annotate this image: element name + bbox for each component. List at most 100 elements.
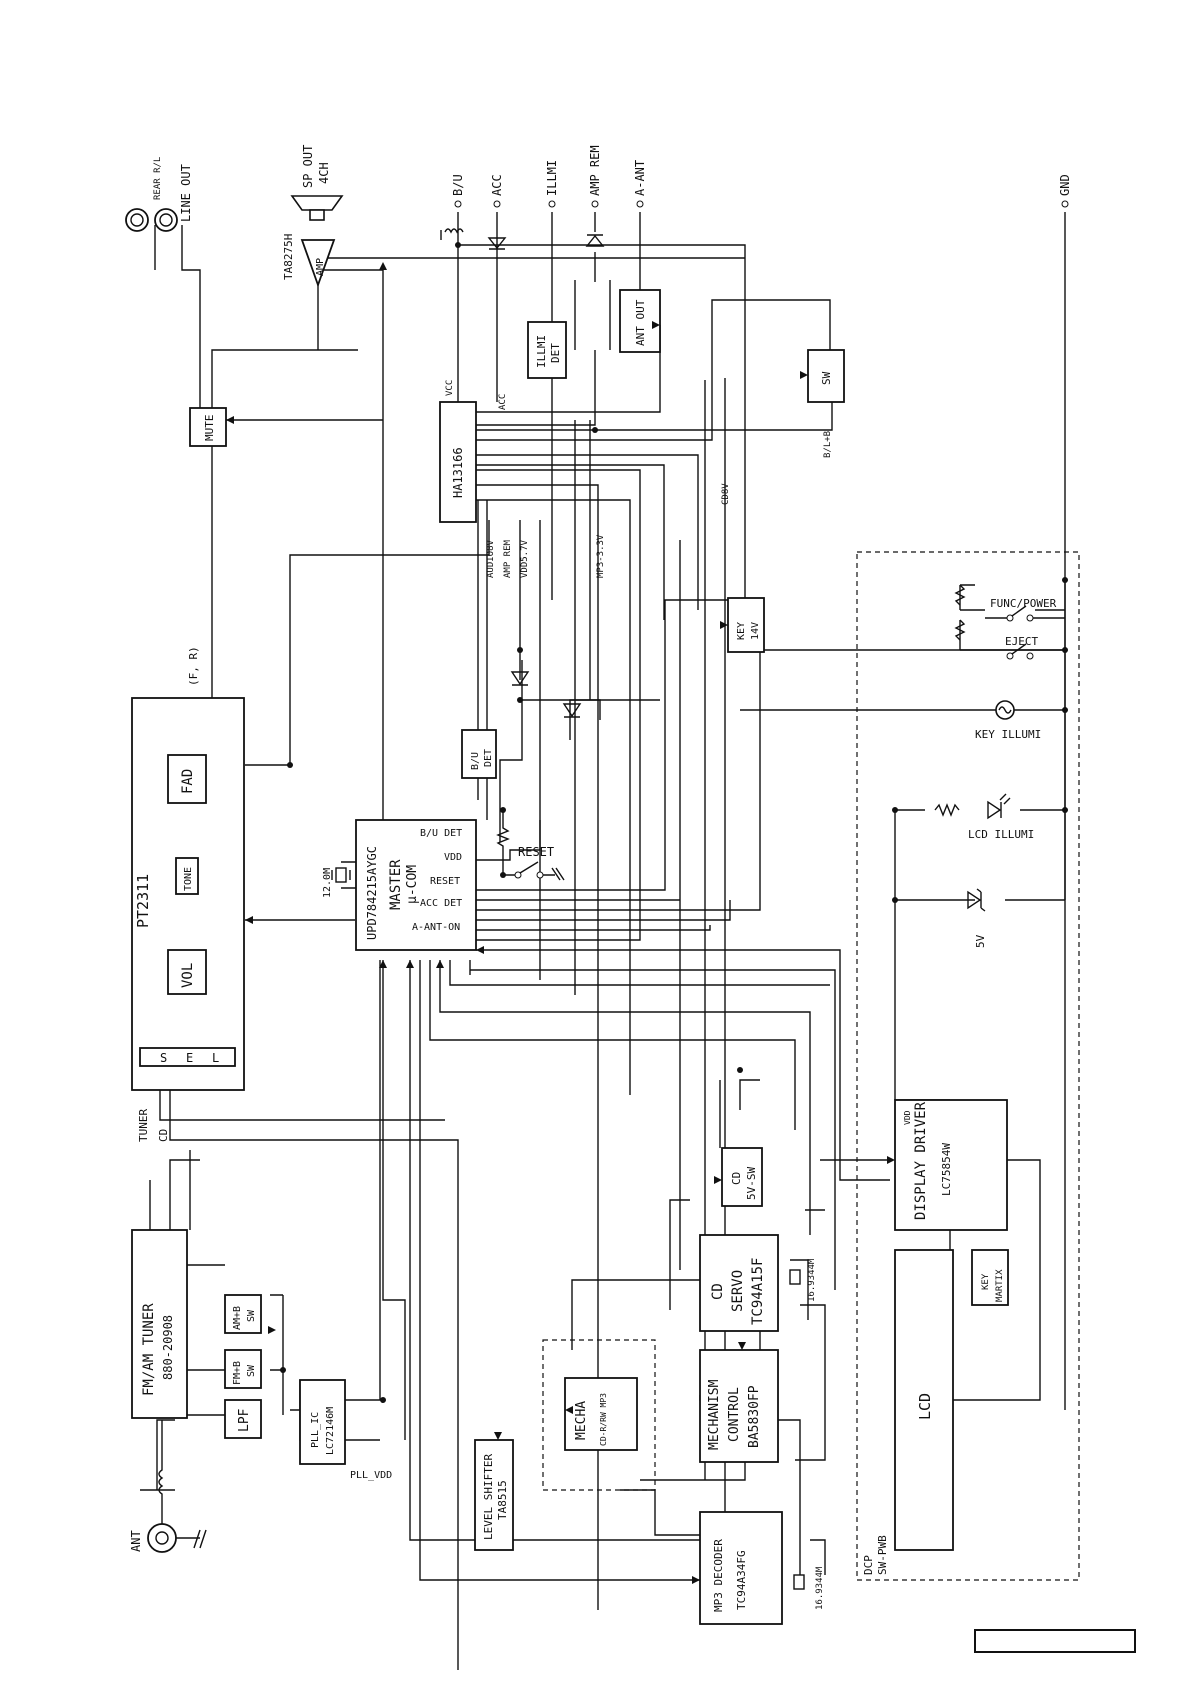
pin-vdd: VDD [444,852,462,863]
svg-text:FM+B: FM+B [232,1361,243,1385]
display-driver-block: DISPLAY DRIVER LC75854W VDD [894,1099,1008,1231]
fmb-sw-block: FM+B SW [224,1349,262,1389]
svg-text:880-20908: 880-20908 [161,1315,175,1380]
level-shifter-block: LEVEL SHIFTER TA8515 [474,1439,514,1551]
svg-text:TA8515: TA8515 [496,1480,509,1520]
svg-text:ILLMI: ILLMI [535,335,548,368]
svg-text:LCD: LCD [916,1393,934,1420]
mech-block: MECHANISM CONTROL BA5830FP [699,1349,779,1463]
mcu-ucom: μ-COM [405,865,420,904]
pin-bu-det: B/U DET [420,828,462,839]
svg-text:PLL_IC: PLL_IC [310,1412,321,1448]
svg-text:LC72146M: LC72146M [325,1407,336,1455]
dcp-switches: FUNC/POWER EJECT KEY ILLUMI LCD ILLUMI 5… [934,584,1065,948]
svg-text:SW: SW [820,371,833,385]
svg-text:ANT OUT: ANT OUT [634,299,647,346]
label-rear-rl: REAR R/L [153,157,163,200]
svg-text:CD: CD [730,1172,743,1185]
amp: AMP TA8275H [282,234,336,288]
top-terminals: B/U ACC ILLMI AMP REM A-ANT GND [440,145,1072,250]
label-5v: 5V [974,934,987,948]
tone-label: TONE [183,867,194,891]
label-amprem: AMP REM [503,539,513,578]
svg-text:TC94A34FG: TC94A34FG [735,1550,748,1610]
svg-text:FM/AM TUNER: FM/AM TUNER [141,1303,157,1396]
terminal-a-ant: A-ANT [633,160,647,196]
reset-switch: RESET [496,810,565,881]
cd5v-block: CD 5V-SW [721,1147,763,1207]
label-fr: (F, R) [187,646,200,686]
label-tuner: TUNER [137,1109,150,1142]
antenna: ANT [129,1420,207,1553]
mcu-part: UPD784215AYGC [365,846,379,940]
svg-text:TC94A15F: TC94A15F [750,1258,766,1325]
svg-text:MP3 DECODER: MP3 DECODER [712,1539,725,1612]
label-cd: CD [157,1129,170,1142]
bu-det-block: B/U DET [461,729,497,779]
label-vdd57: VDD5.7V [520,539,530,578]
svg-text:MUTE: MUTE [203,415,216,442]
svg-text:SW: SW [246,1364,257,1377]
svg-text:KEY: KEY [981,1273,991,1290]
sw-block: SW [807,349,845,403]
xtal-mp3: 16.9344M [815,1566,825,1610]
mecha-block: MECHA CD-R/RW MP3 [564,1377,638,1451]
mute-block: MUTE [189,407,227,447]
svg-text:HA13166: HA13166 [451,447,465,498]
svg-text:5V-SW: 5V-SW [745,1167,758,1200]
svg-text:PT2311: PT2311 [134,874,152,928]
pin-acc-det: ACC DET [420,898,462,909]
svg-text:CONTROL: CONTROL [727,1387,742,1442]
mecha-enclosure [542,1339,656,1491]
label-sw-pwb: SW-PWB [876,1535,889,1575]
pin-reset: RESET [430,876,460,887]
title-plate [974,1629,1136,1653]
svg-text:MECHANISM: MECHANISM [707,1379,722,1450]
terminal-bu: B/U [451,174,465,196]
svg-text:E: E [186,1051,193,1065]
svg-text:MARTIX: MARTIX [995,1269,1005,1302]
svg-text:B/U: B/U [470,752,481,770]
key14v-block: KEY 14V [727,597,765,653]
pin-a-ant-on: A-ANT-ON [412,922,460,933]
xtal-cd: 16.9344M [807,1258,817,1302]
svg-text:SERVO: SERVO [730,1270,746,1312]
svg-text:DET: DET [549,343,562,363]
xtal-12m: 12.0M [322,868,333,898]
amp-ic-label: TA8275H [282,234,295,280]
label-sp-out: SP OUT [301,145,315,188]
jacks: REAR R/L LINE OUT [125,157,193,232]
mcu-master: MASTER [388,859,404,910]
svg-text:CD-R/RW MP3: CD-R/RW MP3 [599,1393,608,1446]
label-sp-4ch: 4CH [317,162,331,184]
label-vcc: VCC [445,380,455,396]
mp3-block: MP3 DECODER TC94A34FG 16.9344M [699,1511,825,1625]
ha13166-block: HA13166 VCC ACC AUDIO8V AMP REM VDD5.7V … [439,380,833,578]
amp-label: AMP [315,258,326,276]
svg-text:LEVEL SHIFTER: LEVEL SHIFTER [482,1454,495,1540]
svg-text:KEY: KEY [736,622,747,640]
svg-text:S: S [160,1051,167,1065]
eject-label: EJECT [1005,635,1038,648]
lcd-block: LCD [894,1249,954,1551]
key-illumi-label: KEY ILLUMI [975,728,1041,741]
terminal-amp-rem: AMP REM [588,145,602,196]
pt2311-block: PT2311 FAD TONE VOL S E L [131,697,245,1091]
pll-vdd-label: PLL_VDD [350,1470,392,1481]
key-matrix-block: KEY MARTIX [971,1249,1009,1306]
terminal-gnd: GND [1058,174,1072,196]
pll-block: PLL_IC LC72146M PLL_VDD [299,1379,392,1481]
speaker: SP OUT 4CH [290,145,344,221]
master-mcu: UPD784215AYGC MASTER μ-COM B/U DET VDD R… [322,819,477,951]
reset-label: RESET [518,845,554,859]
diode-1 [510,671,530,686]
cdservo-block: CD SERVO TC94A15F 16.9344M [699,1234,817,1332]
tuner-block: FM/AM TUNER 880-20908 [131,1229,188,1419]
terminal-acc: ACC [490,174,504,196]
label-line-out: LINE OUT [179,164,193,222]
svg-text:14V: 14V [750,622,761,640]
svg-text:ANT: ANT [129,1530,143,1552]
label-blb: B/L+B [823,431,833,458]
svg-text:DISPLAY DRIVER: DISPLAY DRIVER [913,1101,929,1220]
